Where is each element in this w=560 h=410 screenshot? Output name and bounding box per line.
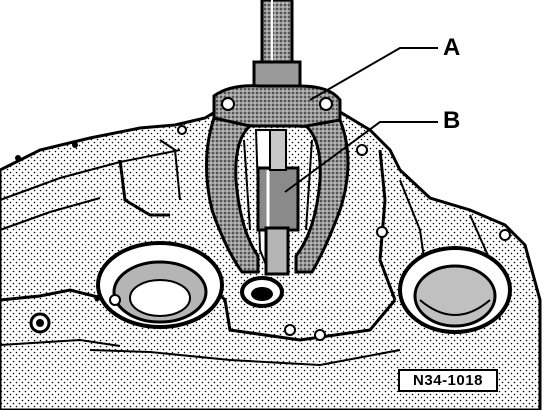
housing-bolts xyxy=(15,125,511,341)
right-bearing-bore xyxy=(398,246,512,334)
callout-label-b: B xyxy=(443,107,461,134)
callout-leaders xyxy=(284,47,438,193)
pulled-shaft-sleeve xyxy=(256,129,300,276)
puller-spindle xyxy=(252,0,302,90)
puller-crossbar xyxy=(212,84,342,128)
left-bearing-bore xyxy=(96,241,224,329)
callout-label-a: A xyxy=(443,34,461,61)
center-shaft-bore xyxy=(240,276,284,308)
figure-reference-code: N34-1018 xyxy=(398,369,498,392)
